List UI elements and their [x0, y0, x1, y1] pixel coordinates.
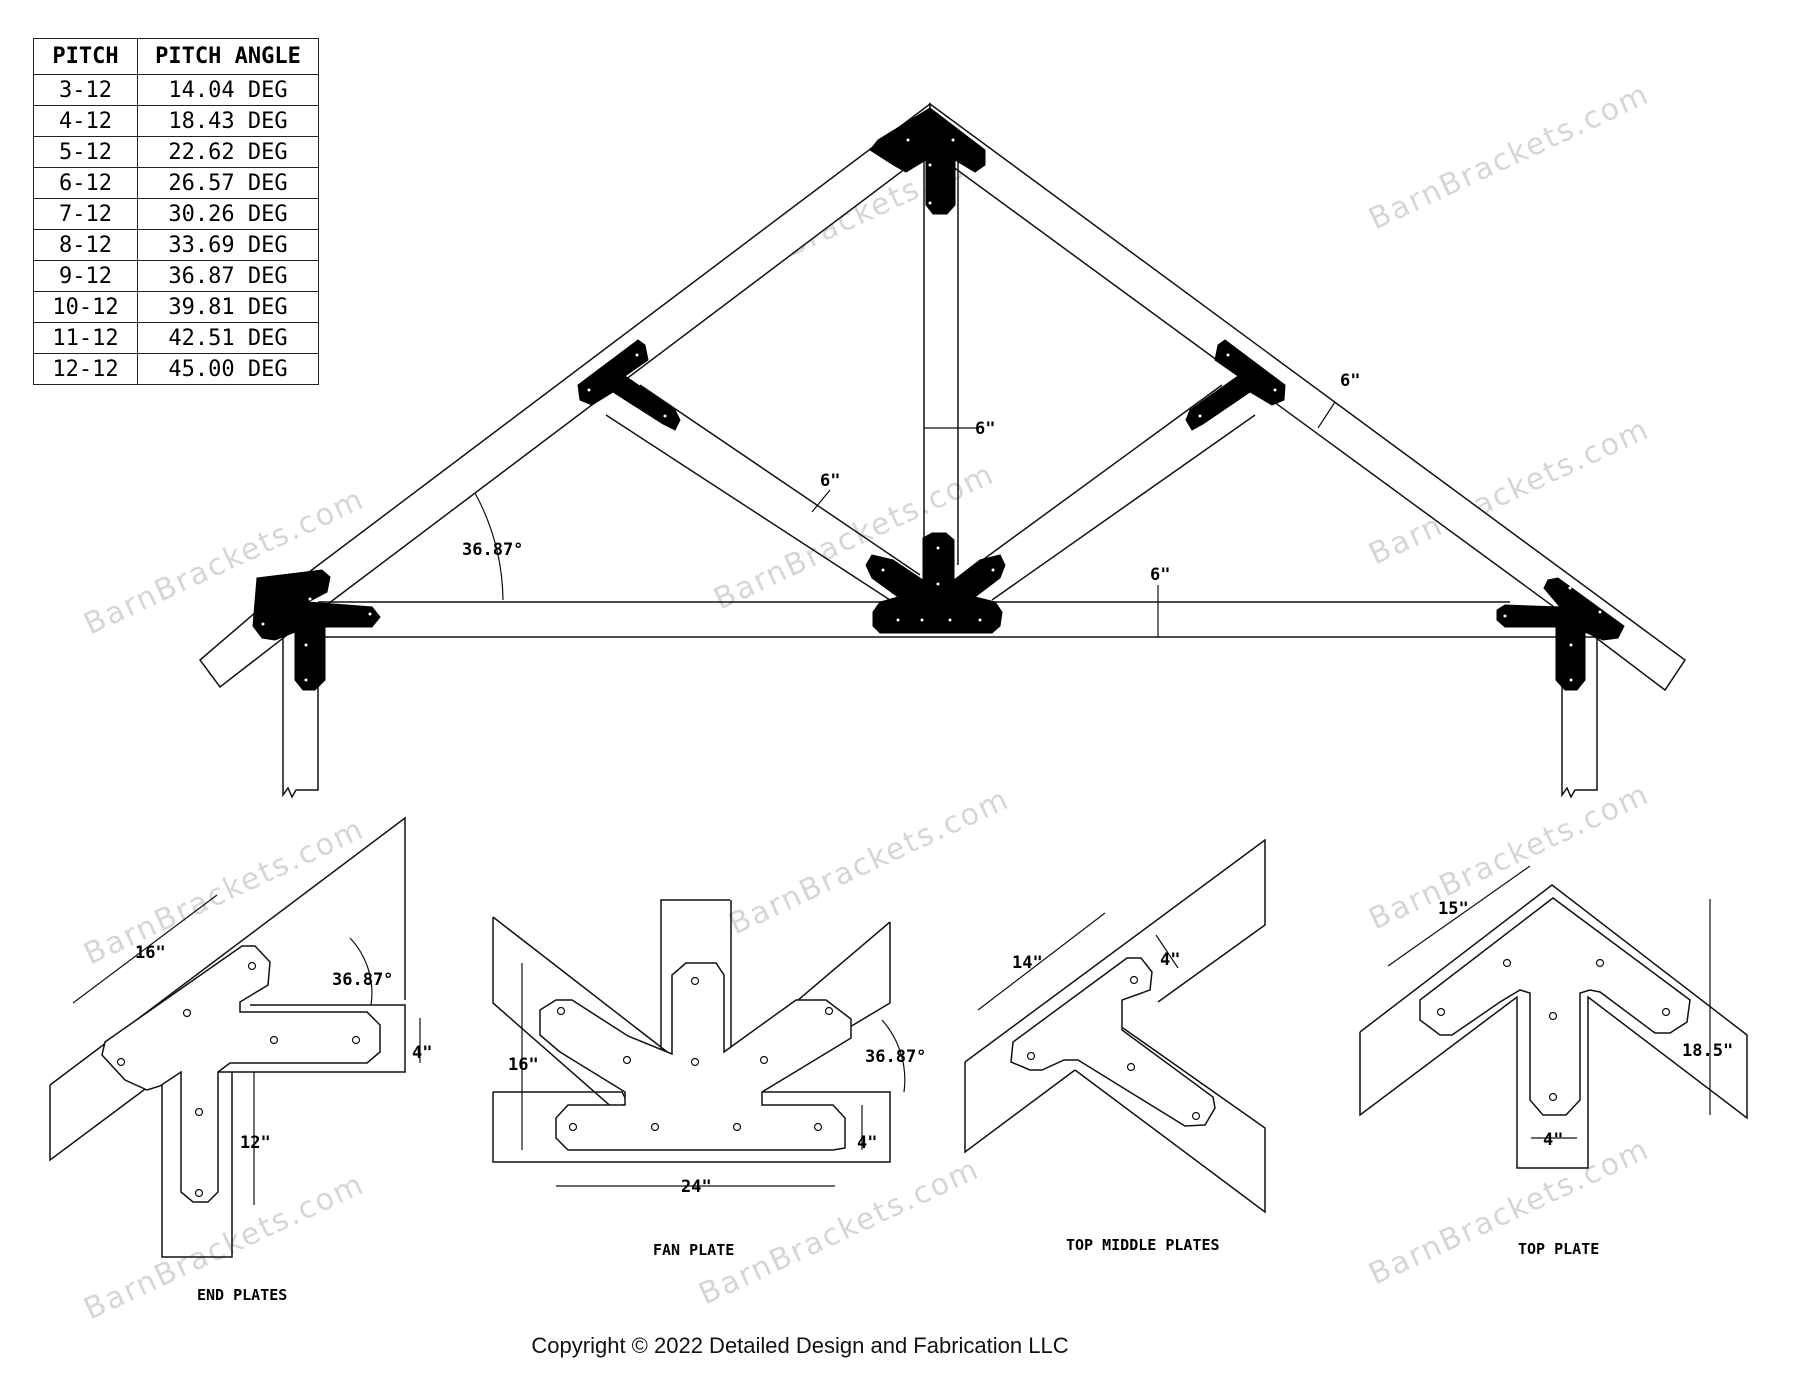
angle-cell: 22.62 DEG: [137, 136, 319, 168]
top-plate-outline: [1419, 897, 1691, 1116]
main-truss: 36.87° 6" 6" 6" 6": [198, 102, 1687, 799]
top-plate-width-label: 4": [1543, 1130, 1563, 1150]
fan-plate-width-label: 4": [857, 1133, 877, 1153]
rafter-upper: [49, 816, 406, 1086]
angle-cell: 26.57 DEG: [137, 167, 319, 199]
end-plate-width-label: 4": [412, 1043, 432, 1063]
angle-cell: 18.43 DEG: [137, 105, 319, 137]
pitch-cell: 10-12: [33, 291, 138, 323]
end-plate-length-dim: [72, 894, 218, 1004]
top-middle-plate-width-label: 4": [1160, 950, 1180, 970]
top-middle-plate-length-dim: [977, 912, 1106, 1011]
peak-plate: [869, 107, 986, 215]
pitch-cell: 12-12: [33, 353, 138, 385]
post-outline: [161, 1072, 233, 1258]
tie-beam-outline: [492, 1091, 891, 1163]
end-plate-angle-label: 36.87°: [332, 970, 393, 990]
top-plate-title: TOP PLATE: [1518, 1240, 1599, 1258]
pitch-angle-arc: [474, 492, 504, 601]
fan-plate-angle-label: 36.87°: [865, 1047, 926, 1067]
top-middle-plate-length-label: 14": [1012, 953, 1043, 973]
end-plate-outline: [101, 945, 381, 1203]
angle-cell: 42.51 DEG: [137, 322, 319, 354]
watermark: BarnBrackets.com: [694, 1151, 986, 1312]
right-top-middle-plate: [1185, 339, 1286, 431]
angle-cell: 45.00 DEG: [137, 353, 319, 385]
truss-dimensions: 36.87° 6" 6" 6" 6": [462, 371, 1360, 637]
end-plate-angle-arc: [349, 937, 373, 1006]
king-post-width-label: 6": [975, 419, 995, 439]
angle-cell: 30.26 DEG: [137, 198, 319, 230]
end-plate-length-label: 16": [135, 943, 166, 963]
top-plate-detail: 15" 18.5" 4" TOP PLATE: [1359, 865, 1748, 1258]
right-web-bottom: [991, 414, 1256, 601]
tie-beam-width-label: 6": [1150, 565, 1170, 585]
pitch-angle-label: 36.87°: [462, 540, 523, 560]
left-web-upper: [492, 916, 676, 1059]
fan-plate-height-label: 16": [508, 1055, 539, 1075]
top-plate-height-label: 18.5": [1682, 1041, 1733, 1061]
left-web-top: [639, 384, 921, 576]
fan-plate-length-label: 24": [681, 1177, 712, 1197]
rafter-width-dim: [1317, 401, 1336, 429]
angle-cell: 39.81 DEG: [137, 291, 319, 323]
right-post: [1561, 637, 1598, 799]
copyright-notice: Copyright © 2022 Detailed Design and Fab…: [531, 1333, 1069, 1358]
web-width-label: 6": [820, 471, 840, 491]
top-middle-plates-title: TOP MIDDLE PLATES: [1066, 1236, 1220, 1254]
header-pitch-angle: PITCH ANGLE: [137, 38, 319, 75]
top-middle-plate-outline: [1010, 957, 1216, 1127]
top-plate-lumber-outline: [1359, 884, 1748, 1169]
watermark: BarnBrackets.com: [1364, 1131, 1656, 1292]
king-post-outline: [660, 899, 730, 1057]
table-header-row: PITCH PITCH ANGLE: [33, 38, 319, 75]
watermark: BarnBrackets.com: [79, 811, 371, 972]
web-width-dim: [811, 489, 831, 513]
end-plates-title: END PLATES: [197, 1286, 287, 1304]
pitch-cell: 3-12: [33, 74, 138, 106]
fan-plate-outline: [539, 962, 852, 1151]
rafter-upper: [964, 838, 1266, 1063]
header-pitch: PITCH: [33, 38, 138, 75]
top-plate-length-dim: [1387, 865, 1531, 967]
fan-plate-main: [865, 532, 1006, 634]
fan-plate-detail: 16" 36.87° 4" 24" FAN PLATE: [492, 899, 926, 1259]
right-end-plate: [1496, 577, 1625, 691]
tie-beam-outline: [162, 1004, 406, 1073]
fan-plate-angle-arc: [881, 1019, 906, 1093]
web-outline: [1074, 1027, 1266, 1214]
watermark: BarnBrackets.com: [724, 781, 1016, 942]
rafter-lower: [49, 1077, 161, 1162]
left-web-lower: [492, 917, 656, 1146]
top-plate-length-label: 15": [1438, 899, 1469, 919]
left-end-plate: [252, 569, 381, 691]
fan-plate-title: FAN PLATE: [653, 1241, 734, 1259]
tie-beam-top-left: [493, 1091, 631, 1106]
rafter-width-label: 6": [1340, 371, 1360, 391]
left-post: [282, 637, 319, 799]
end-plate-leg-label: 12": [240, 1133, 271, 1153]
right-web-top: [961, 384, 1223, 576]
top-middle-plate-width-dim: [1155, 934, 1179, 969]
left-web-bottom: [605, 414, 891, 601]
top-middle-plates-detail: 14" 4" TOP MIDDLE PLATES: [964, 838, 1266, 1254]
angle-cell: 36.87 DEG: [137, 260, 319, 292]
rafter-lower: [964, 1062, 1076, 1154]
left-top-middle-plate: [577, 339, 681, 431]
pitch-cell: 7-12: [33, 198, 138, 230]
end-plates-detail: 16" 36.87° 4" 12" END PLATES: [49, 816, 432, 1304]
watermark: BarnBrackets.com: [1364, 776, 1656, 937]
watermark: BarnBrackets.com: [1364, 76, 1656, 237]
